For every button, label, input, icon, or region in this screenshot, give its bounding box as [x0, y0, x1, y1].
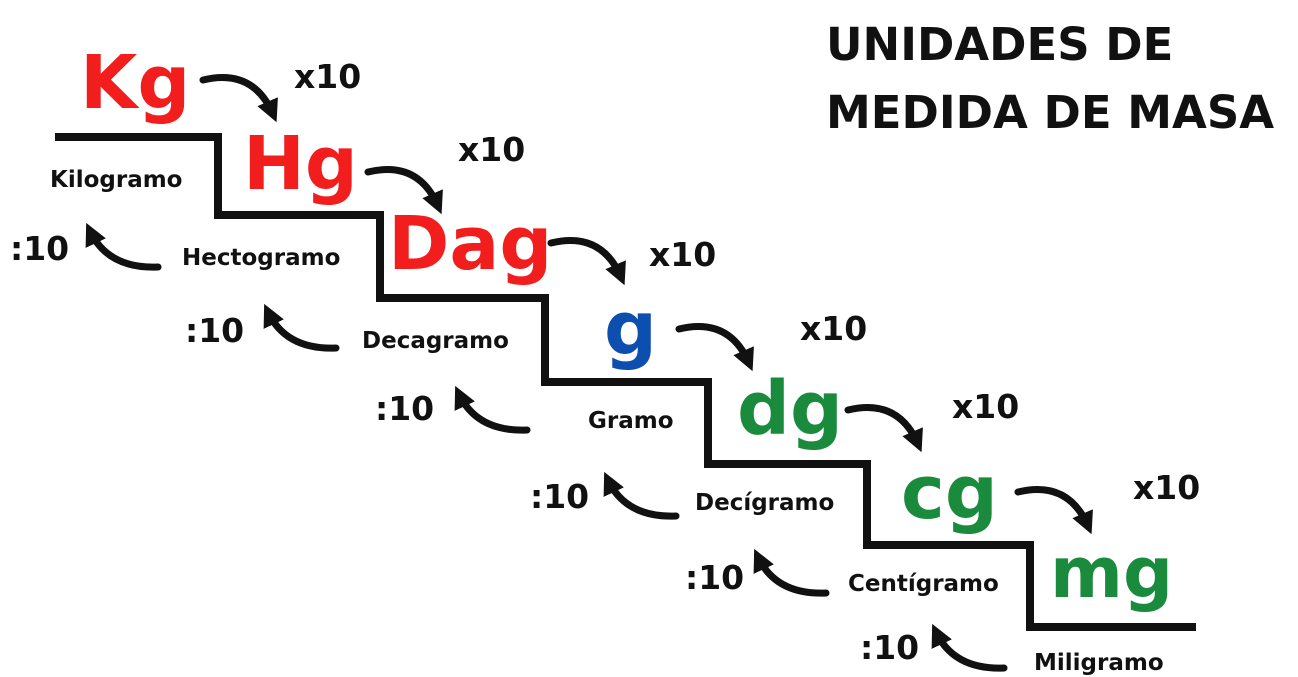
multiply-label: x10 [649, 235, 717, 274]
unit-dag-abbr: Dag [388, 201, 553, 287]
unit-dag-name: Decagramo [362, 328, 509, 354]
unit-cg-name: Centígramo [848, 571, 999, 597]
divide-arrow [454, 385, 531, 434]
multiply-arrow [1014, 486, 1093, 535]
divide-arrow [603, 471, 680, 520]
unit-mg-name: Miligramo [1034, 650, 1164, 676]
multiply-label: x10 [800, 309, 868, 348]
divide-label: :10 [375, 389, 435, 428]
divide-label: :10 [530, 477, 590, 516]
multiply-label: x10 [294, 57, 362, 96]
unit-cg-abbr: cg [901, 450, 998, 536]
divide-label: :10 [10, 229, 70, 268]
unit-hg-name: Hectogramo [182, 245, 341, 271]
multiply-arrow [844, 404, 923, 453]
multiply-label: x10 [458, 130, 526, 169]
page-title-line-1: UNIDADES DE [826, 18, 1174, 71]
divide-arrow [85, 222, 162, 271]
multiply-arrow [199, 74, 278, 123]
unit-kg-abbr: Kg [80, 40, 191, 126]
multiply-label: x10 [1133, 468, 1201, 507]
divide-arrow [931, 623, 1008, 672]
unit-hg-abbr: Hg [243, 121, 358, 207]
unit-g-abbr: g [604, 286, 657, 372]
unit-g-name: Gramo [588, 408, 674, 434]
unit-mg-abbr: mg [1050, 532, 1174, 614]
unit-dg-abbr: dg [737, 366, 843, 452]
divide-label: :10 [685, 558, 745, 597]
multiply-arrow [364, 166, 443, 215]
divide-arrow [263, 303, 340, 352]
divide-label: :10 [185, 311, 245, 350]
divide-arrow [753, 548, 830, 597]
divide-label: :10 [860, 628, 920, 667]
unit-kg-name: Kilogramo [50, 167, 183, 193]
multiply-label: x10 [952, 387, 1020, 426]
staircase-line [55, 133, 1196, 631]
multiply-arrow [675, 323, 754, 372]
unit-dg-name: Decígramo [695, 490, 835, 516]
page-title-line-2: MEDIDA DE MASA [826, 86, 1275, 139]
multiply-arrow [547, 237, 626, 286]
